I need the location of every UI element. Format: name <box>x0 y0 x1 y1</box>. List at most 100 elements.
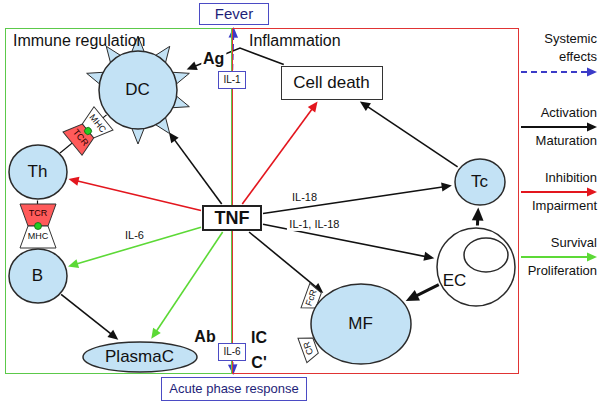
legend-line <box>521 126 590 128</box>
node-label: Tc <box>471 172 488 192</box>
connector-line <box>249 232 318 289</box>
legend-text: Inhibition Impairment <box>521 164 597 220</box>
effect-arrow <box>69 177 201 211</box>
region-panel: Cell deathTcEC MF Inflammation <box>232 28 519 374</box>
effect-arrow <box>406 285 439 301</box>
arrowhead <box>151 328 160 339</box>
cell-body <box>311 284 411 364</box>
effect-arrow <box>151 232 222 339</box>
arrowhead <box>472 207 484 220</box>
cell-body <box>455 159 505 205</box>
arrowhead <box>587 188 597 197</box>
molecule-label: MHC <box>28 232 49 242</box>
node-label: IL-1 <box>223 74 240 86</box>
legend-swatch <box>521 185 599 199</box>
dendritic-cell: DC <box>98 50 178 130</box>
effect-arrow <box>242 102 317 205</box>
cytokine-box: IL-1 <box>218 71 246 89</box>
node-label: DC <box>125 80 150 100</box>
molecule-label: TCR <box>70 128 89 149</box>
antigen-dot <box>83 126 93 136</box>
effect-arrow <box>61 294 118 339</box>
connector-line <box>242 106 314 204</box>
node-label: PlasmaC <box>105 347 174 367</box>
vessel-lumen <box>464 238 508 272</box>
connector-line <box>173 137 222 204</box>
cell-body <box>83 342 197 372</box>
cytotoxic-t-cell: Tc <box>454 158 506 206</box>
arrowhead <box>441 183 452 192</box>
cell-body <box>9 145 67 199</box>
arrowhead <box>360 102 371 111</box>
legend-swatch <box>521 250 599 264</box>
effect-arrow <box>249 232 323 293</box>
effect-arrow <box>68 227 201 268</box>
complement-label: C' <box>251 354 266 372</box>
node-label: TNF <box>215 208 250 229</box>
antibody-label: Ab <box>194 328 215 346</box>
dendrite-process <box>131 128 143 143</box>
arrowhead <box>187 62 198 71</box>
arrowhead <box>107 330 118 340</box>
cytokine-box: IL-6 <box>218 343 246 361</box>
effect-arrow <box>360 102 458 167</box>
legend-line <box>521 71 590 73</box>
connector-line <box>155 232 223 334</box>
b-cell: B <box>8 248 68 304</box>
arrowhead <box>587 123 597 132</box>
arrowhead <box>69 177 80 186</box>
effect-arrow <box>263 183 452 214</box>
effect-arrow <box>169 132 222 204</box>
edge-label: IL-1, IL-18 <box>287 218 341 230</box>
legend-entry: Activation Maturation <box>521 99 597 155</box>
legend-entry: Survival Proliferation <box>521 229 597 285</box>
legend-line <box>521 191 590 193</box>
connector-line <box>74 180 201 210</box>
helper-t-cell: Th <box>8 144 68 200</box>
node-label: Acute phase response <box>169 382 298 397</box>
edge-label: IL-18 <box>290 191 319 203</box>
cell-body <box>9 249 67 303</box>
legend-text: Systemic effects <box>521 30 597 66</box>
connector-line <box>365 105 458 167</box>
node-label: EC <box>443 271 467 291</box>
legend-entry: Inhibition Impairment <box>521 164 597 220</box>
arrowhead <box>68 259 79 268</box>
region-heading: Inflammation <box>249 32 341 50</box>
immune-complex-label: IC <box>251 329 267 347</box>
effect-arrow <box>472 207 484 225</box>
systemic-effect-box: Fever <box>199 3 269 25</box>
connector-line <box>192 48 283 67</box>
legend-line <box>521 256 590 258</box>
systemic-connector <box>229 27 239 70</box>
arrowhead <box>587 68 597 77</box>
arrowhead <box>308 102 318 113</box>
edge-label: IL-6 <box>123 229 146 241</box>
node-label: MF <box>348 314 373 334</box>
arrowhead <box>423 252 434 261</box>
cell-body <box>99 51 177 129</box>
node-label: IL-6 <box>223 346 240 358</box>
antigen-dot <box>35 223 42 230</box>
cell-outline <box>436 227 516 307</box>
node-label: Th <box>28 162 48 182</box>
legend-swatch <box>521 65 599 79</box>
receptor-label: CR <box>302 340 316 356</box>
node-label: Cell death <box>293 73 370 93</box>
cell-body <box>437 228 515 306</box>
edge-label: Ag <box>201 50 226 68</box>
plasma-cell: PlasmaC <box>82 341 198 373</box>
effect-arrow <box>187 48 284 70</box>
connector-line <box>74 227 201 265</box>
molecule-label: TCR <box>29 209 48 219</box>
connector-line <box>61 294 113 336</box>
legend-text: Activation Maturation <box>521 99 597 155</box>
connector-line <box>263 186 446 213</box>
mhc-tcr-synapse <box>63 107 113 156</box>
region-panel: DCThBPlasmaCImmune regulation <box>5 28 232 374</box>
tnf-box: TNF <box>202 205 262 231</box>
endothelial-vessel: EC <box>436 227 516 307</box>
node-label: B <box>32 266 43 286</box>
arrowhead <box>587 253 597 262</box>
